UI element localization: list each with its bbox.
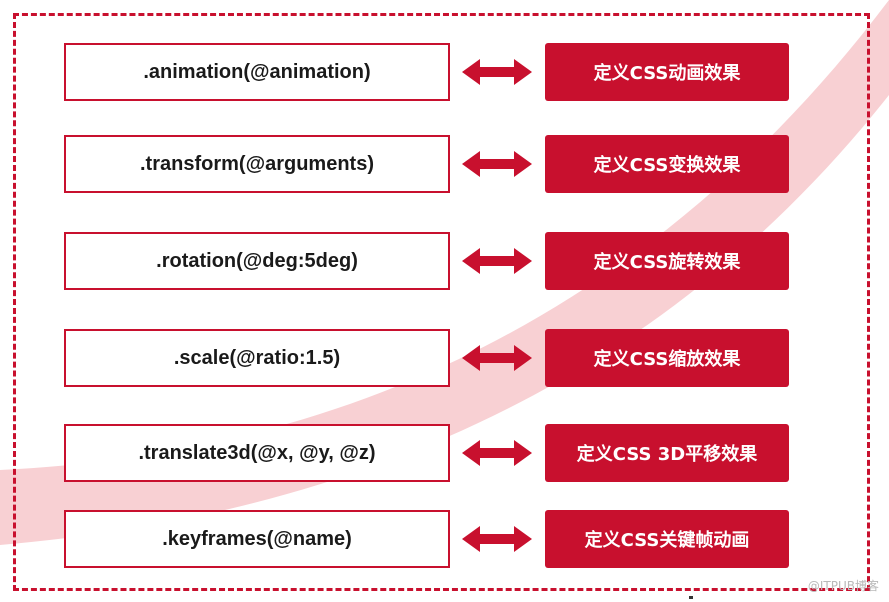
method-label: .transform(@arguments) [64,135,450,193]
mapping-row: .transform(@arguments) 定义CSS变换效果 [0,135,889,193]
description-label: 定义CSS变换效果 [545,135,789,193]
description-label: 定义CSS旋转效果 [545,232,789,290]
decorative-dot [689,596,693,599]
watermark-text: @ITPUB博客 [807,579,879,593]
double-headed-arrow-icon [462,345,532,371]
description-label: 定义CSS动画效果 [545,43,789,101]
method-label: .keyframes(@name) [64,510,450,568]
mapping-row: .scale(@ratio:1.5) 定义CSS缩放效果 [0,329,889,387]
mapping-row: .keyframes(@name) 定义CSS关键帧动画 [0,510,889,568]
dashed-border-frame [13,13,870,591]
mapping-row: .animation(@animation) 定义CSS动画效果 [0,43,889,101]
double-headed-arrow-icon [462,526,532,552]
description-label: 定义CSS关键帧动画 [545,510,789,568]
double-headed-arrow-icon [462,151,532,177]
double-headed-arrow-icon [462,440,532,466]
mapping-row: .translate3d(@x, @y, @z) 定义CSS 3D平移效果 [0,424,889,482]
double-headed-arrow-icon [462,248,532,274]
double-headed-arrow-icon [462,59,532,85]
method-label: .scale(@ratio:1.5) [64,329,450,387]
description-label: 定义CSS 3D平移效果 [545,424,789,482]
mapping-row: .rotation(@deg:5deg) 定义CSS旋转效果 [0,232,889,290]
description-label: 定义CSS缩放效果 [545,329,789,387]
method-label: .translate3d(@x, @y, @z) [64,424,450,482]
method-label: .rotation(@deg:5deg) [64,232,450,290]
method-label: .animation(@animation) [64,43,450,101]
